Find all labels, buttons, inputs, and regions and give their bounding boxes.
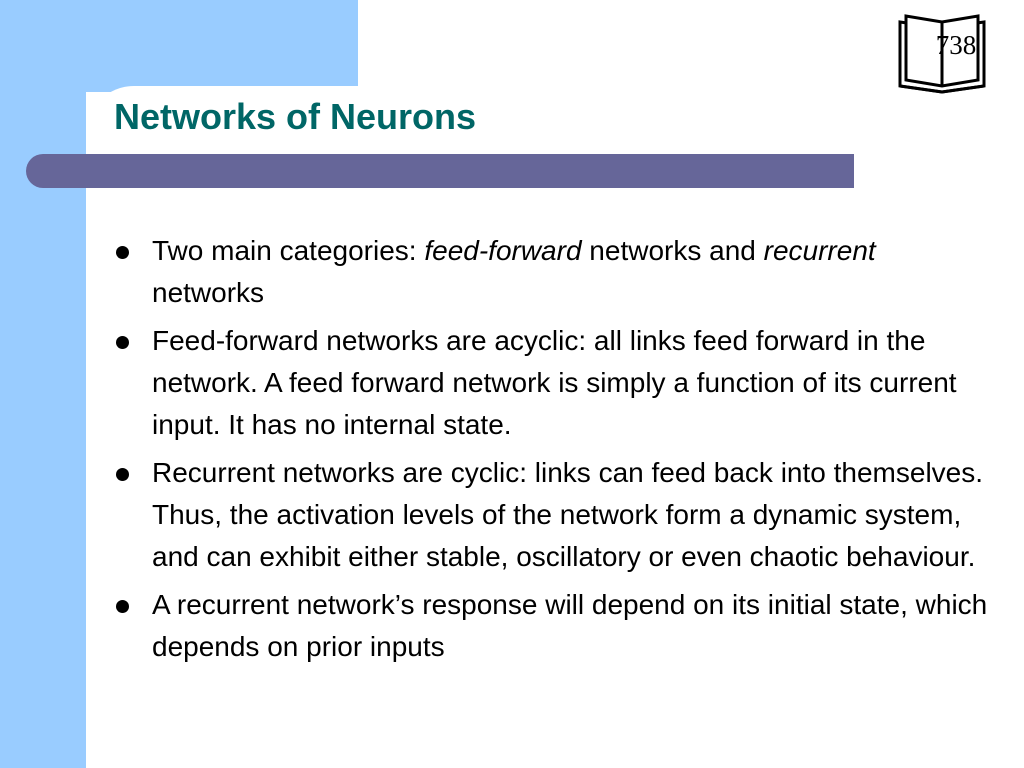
bullet-text: Recurrent networks are cyclic: links can… (152, 457, 984, 572)
bullet-item: A recurrent network’s response will depe… (110, 584, 990, 668)
bullet-text-part: feed-forward (424, 235, 582, 266)
bullet-text-part: Two main categories: (152, 235, 425, 266)
left-decorative-band (0, 0, 86, 768)
title-corner (86, 86, 386, 166)
bullet-text: A recurrent network’s response will depe… (152, 589, 988, 662)
bullet-item: Two main categories: feed-forward networ… (110, 230, 990, 314)
bullet-item: Feed-forward networks are acyclic: all l… (110, 320, 990, 446)
bullet-text-part: networks and (581, 235, 764, 266)
bullet-dot (116, 246, 129, 259)
bullet-text-part: recurrent (763, 235, 876, 266)
bullet-dot (116, 600, 129, 613)
slide-title: Networks of Neurons (114, 96, 477, 137)
bullet-list: Two main categories: feed-forward networ… (110, 230, 990, 674)
bullet-text: Feed-forward networks are acyclic: all l… (152, 325, 957, 440)
open-book-icon (898, 14, 986, 94)
bullet-dot (116, 336, 129, 349)
page-number: 738 (935, 30, 977, 60)
top-decorative-band (0, 0, 358, 92)
bullet-dot (116, 468, 129, 481)
bullet-text-part: networks (152, 277, 265, 308)
title-underline-bar (26, 154, 854, 188)
bullet-item: Recurrent networks are cyclic: links can… (110, 452, 990, 578)
